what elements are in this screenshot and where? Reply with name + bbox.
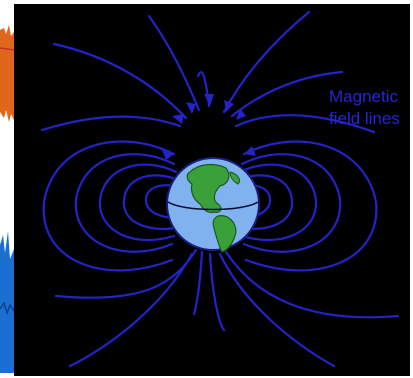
magnetic-field-diagram: Magnetic field lines <box>14 4 410 376</box>
field-lines-label-line2: field lines <box>329 109 400 128</box>
earth-globe-icon <box>166 157 260 253</box>
blue-signal-graphic <box>0 231 14 373</box>
left-signal-strip <box>0 0 14 378</box>
field-lines-graphic <box>40 10 400 368</box>
field-lines-label: Magnetic field lines <box>329 86 410 130</box>
field-lines-label-line1: Magnetic <box>329 87 398 106</box>
orange-signal-graphic <box>0 10 14 125</box>
